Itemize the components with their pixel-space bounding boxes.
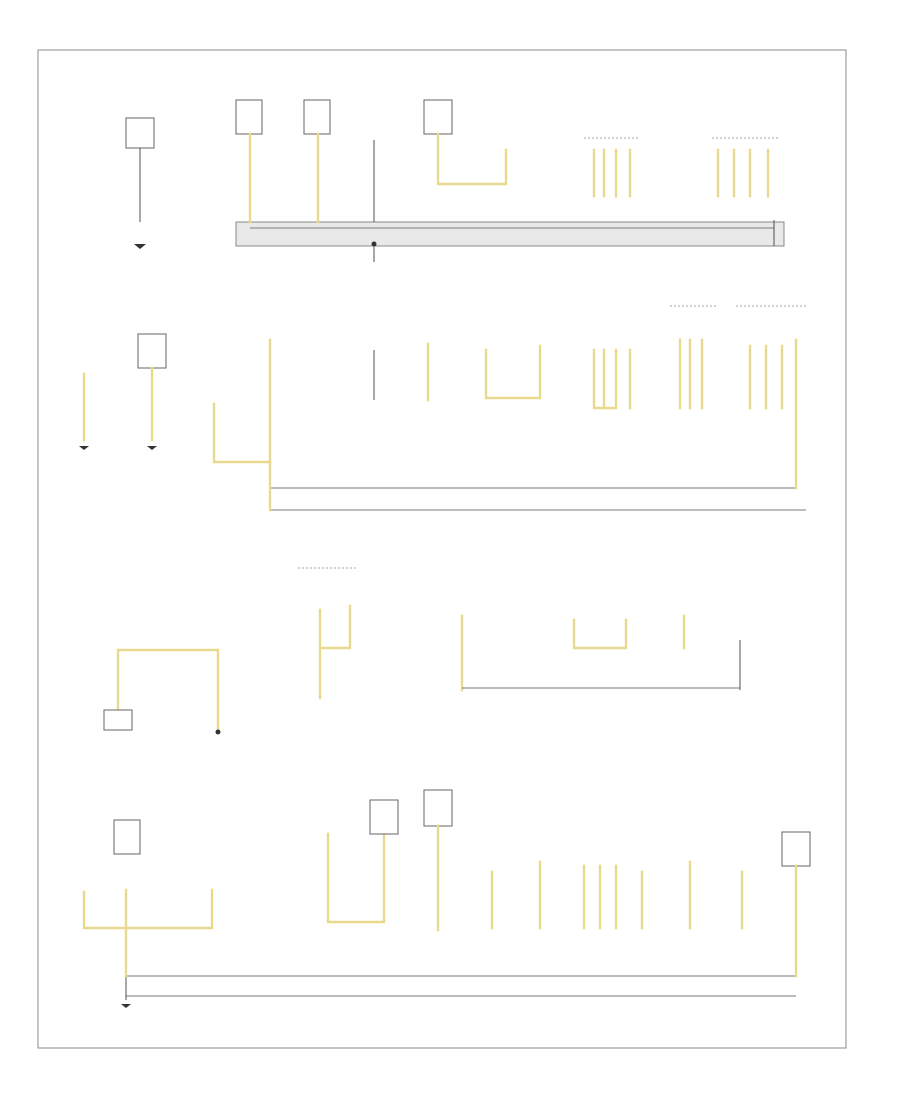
wire-mid-c6 [748, 344, 784, 410]
wire-top-4 [436, 132, 508, 186]
body-ground-right-dot [215, 729, 221, 735]
top-ground-bus [235, 221, 785, 247]
wire-bottom-mid [326, 832, 386, 924]
wire-mid-c5 [678, 338, 704, 410]
wire-cluster [318, 604, 352, 700]
wire-mid-c3 [484, 344, 542, 400]
wire-top-6 [716, 148, 770, 198]
component-bottom-3 [781, 831, 811, 867]
body-ground-left-box [103, 709, 133, 731]
wire-bottom-right [490, 860, 744, 930]
horn-right-box [137, 333, 167, 369]
battery-ground-symbol [134, 244, 146, 249]
wire-top-5 [592, 148, 632, 198]
horn-right-ground [147, 446, 157, 450]
wire-mid-c4 [592, 348, 632, 410]
fuse-block-box [423, 789, 453, 827]
component-top-4 [423, 99, 453, 135]
component-top-1 [235, 99, 263, 135]
battery-box [125, 117, 155, 149]
horn-left-ground [79, 446, 89, 450]
component-top-2 [303, 99, 331, 135]
wire-c-right-1 [572, 618, 628, 650]
component-bottom-1 [113, 819, 141, 855]
wire-bottom-left [82, 888, 214, 978]
diagram-frame [37, 49, 847, 1049]
wire-bodyground-loop [116, 648, 220, 732]
component-bottom-2 [369, 799, 399, 835]
bottom-ground-symbol [121, 1004, 131, 1008]
top-bus-junction [371, 241, 377, 247]
wire-mid-branch [212, 402, 272, 464]
